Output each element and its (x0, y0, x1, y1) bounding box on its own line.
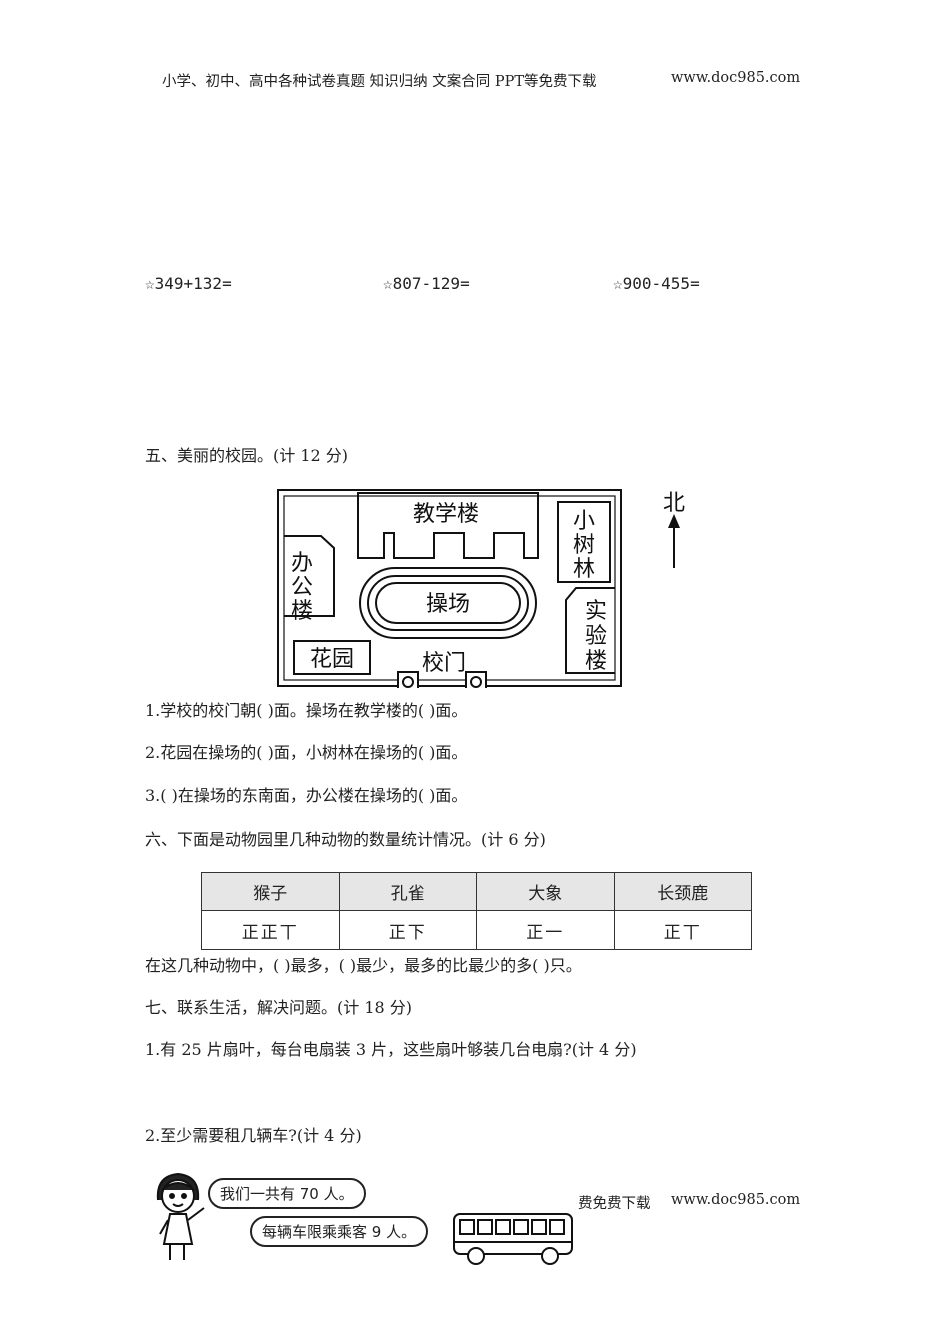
calc-problem-1: ☆349+132= (145, 274, 232, 293)
playground-outer-track (359, 567, 537, 639)
playground-middle-track (367, 575, 529, 631)
section5-question-3: 3.( )在操场的东南面，办公楼在操场的( )面。 (145, 786, 468, 805)
calc-problem-3: ☆900-455= (613, 274, 700, 293)
playground-label: 操场 (426, 592, 470, 617)
garden-shape (293, 640, 371, 675)
tally-count-elephant: 正一 (476, 910, 615, 950)
tally-count-peacock: 正下 (338, 910, 477, 950)
tally-header-giraffe: 长颈鹿 (613, 872, 752, 911)
north-arrow-head (668, 514, 680, 528)
tally-count-giraffe: 正丅 (613, 910, 752, 950)
garden-label: 花园 (310, 647, 354, 672)
teaching-building-label: 教学楼 (413, 502, 479, 527)
grove-shape (557, 501, 611, 583)
grove-label-1: 小 (573, 509, 595, 534)
gate-post-left-circle (402, 676, 414, 688)
office-label-3: 楼 (291, 599, 313, 624)
tally-header-monkey: 猴子 (201, 872, 340, 911)
office-label-1: 办 (291, 551, 313, 576)
footer-url: www.doc985.com (671, 1192, 801, 1208)
gate-post-right-circle (470, 676, 482, 688)
tally-header-row: 猴子 孔雀 大象 长颈鹿 (201, 872, 752, 911)
speech-bubble-total: 我们一共有 70 人。 (208, 1178, 366, 1209)
gate-label: 校门 (422, 651, 466, 676)
section7-question-1: 1.有 25 片扇叶，每台电扇装 3 片，这些扇叶够装几台电扇?(计 4 分) (145, 1040, 637, 1059)
grove-label-3: 林 (573, 557, 595, 582)
tally-header-elephant: 大象 (476, 872, 615, 911)
header-promo-text: 小学、初中、高中各种试卷真题 知识归纳 文案合同 PPT等免费下载 (162, 74, 597, 90)
section6-title: 六、下面是动物园里几种动物的数量统计情况。(计 6 分) (145, 830, 546, 849)
header-url: www.doc985.com (671, 70, 801, 86)
lab-label-1: 实 (585, 599, 607, 624)
section5-question-1: 1.学校的校门朝( )面。操场在教学楼的( )面。 (145, 701, 468, 720)
north-label: 北 (663, 491, 685, 516)
campus-outer-wall (277, 489, 622, 687)
gate-post-left (397, 671, 419, 688)
lab-label-3: 楼 (585, 649, 607, 674)
calc-problem-2: ☆807-129= (383, 274, 470, 293)
lab-building-shape (565, 587, 615, 674)
bus-icon (453, 1213, 573, 1265)
grove-label-2: 树 (573, 533, 595, 558)
office-label-2: 公 (291, 575, 313, 600)
tally-header-peacock: 孔雀 (338, 872, 477, 911)
footer-promo-text: 费免费下载 (578, 1196, 651, 1212)
section5-question-2: 2.花园在操场的( )面，小树林在操场的( )面。 (145, 743, 468, 762)
lab-label-2: 验 (585, 624, 607, 649)
gate-post-right (465, 671, 487, 688)
section7-question-2: 2.至少需要租几辆车?(计 4 分) (145, 1126, 362, 1145)
girl-figure-icon (156, 1172, 205, 1260)
tally-count-monkey: 正正丅 (201, 910, 340, 950)
section7-title: 七、联系生活，解决问题。(计 18 分) (145, 998, 413, 1017)
animal-tally-table: 猴子 孔雀 大象 长颈鹿 正正丅 正下 正一 正丅 (201, 872, 752, 950)
section6-question: 在这几种动物中，( )最多，( )最少，最多的比最少的多( )只。 (145, 956, 582, 975)
section5-title: 五、美丽的校园。(计 12 分) (145, 446, 349, 465)
teaching-building-shape (357, 492, 539, 559)
tally-count-row: 正正丅 正下 正一 正丅 (201, 910, 752, 950)
campus-map: 教学楼 小 树 林 办 公 楼 实 验 楼 操场 花园 校门 北 (277, 489, 685, 688)
speech-bubble-capacity: 每辆车限乘乘客 9 人。 (250, 1216, 429, 1247)
playground-inner-field (375, 582, 521, 624)
office-building-shape (284, 535, 335, 617)
bus-rental-illustration: 我们一共有 70 人。 每辆车限乘乘客 9 人。 (150, 1168, 590, 1268)
